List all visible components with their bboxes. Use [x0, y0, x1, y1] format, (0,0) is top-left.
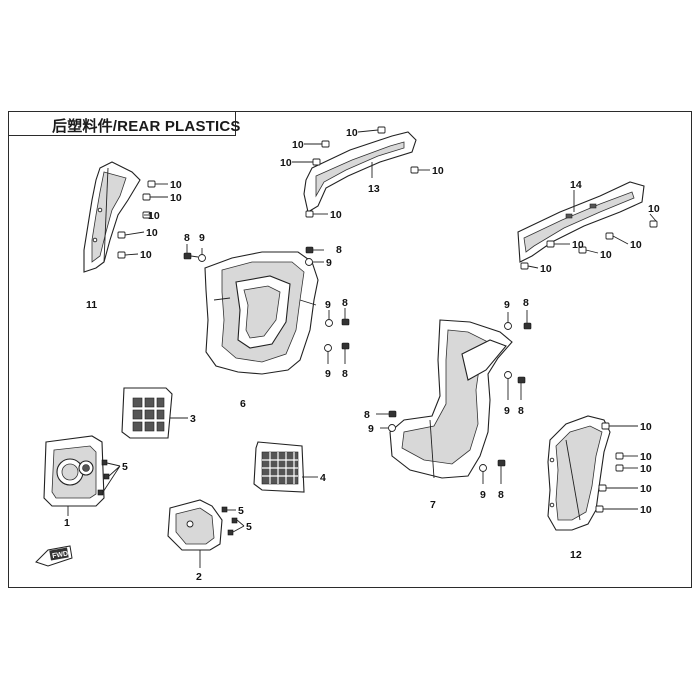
part-7-right-fender: [389, 319, 513, 479]
part-14-clips: [520, 213, 658, 270]
callout-10: 10: [330, 209, 342, 221]
callout-9: 9: [480, 489, 486, 501]
callout-10: 10: [630, 239, 642, 251]
callout-9: 9: [368, 423, 374, 435]
part-3-grille: [121, 387, 188, 439]
part-6-left-fender: [204, 251, 319, 375]
callout-4: 4: [320, 472, 326, 484]
part-13-clips: [292, 126, 430, 218]
callout-13: 13: [368, 183, 380, 195]
callout-8: 8: [518, 405, 524, 417]
part-4-grille-mesh: [253, 441, 318, 493]
callout-8: 8: [184, 232, 190, 244]
callout-10: 10: [148, 210, 160, 222]
part-2-cover-bracket: [167, 499, 245, 568]
callout-10: 10: [640, 451, 652, 463]
callout-6: 6: [240, 398, 246, 410]
title-box: [8, 111, 236, 136]
callout-1: 1: [64, 517, 70, 529]
callout-8: 8: [342, 297, 348, 309]
callout-11: 11: [86, 299, 97, 311]
part-11-left-side-panel: [83, 161, 141, 273]
callout-5: 5: [246, 521, 252, 533]
fwd-stamp-text: FWD: [52, 550, 69, 560]
callout-9: 9: [504, 299, 510, 311]
part-13-left-trim: [303, 131, 417, 213]
fwd-arrow-stamp: FWD: [35, 545, 73, 567]
callout-9: 9: [326, 257, 332, 269]
callout-2: 2: [196, 571, 202, 583]
callout-8: 8: [342, 368, 348, 380]
callout-10: 10: [432, 165, 444, 177]
callout-12: 12: [570, 549, 582, 561]
callout-10: 10: [640, 463, 652, 475]
part-12-right-side-panel: [547, 415, 611, 531]
callout-10: 10: [640, 421, 652, 433]
callout-10: 10: [540, 263, 552, 275]
callout-10: 10: [648, 203, 660, 215]
part-6-hardware: [183, 244, 350, 364]
part-1-storage-lid: [43, 435, 121, 516]
callout-10: 10: [640, 504, 652, 516]
callout-3: 3: [190, 413, 196, 425]
callout-9: 9: [504, 405, 510, 417]
callout-10: 10: [170, 179, 182, 191]
callout-9: 9: [325, 299, 331, 311]
callout-7: 7: [430, 499, 436, 511]
callout-5: 5: [238, 505, 244, 517]
callout-10: 10: [292, 139, 304, 151]
callout-10: 10: [170, 192, 182, 204]
callout-10: 10: [140, 249, 152, 261]
callout-14: 14: [570, 179, 582, 191]
callout-8: 8: [364, 409, 370, 421]
callout-10: 10: [146, 227, 158, 239]
callout-10: 10: [600, 249, 612, 261]
part-7-hardware: [376, 310, 532, 484]
callout-10: 10: [640, 483, 652, 495]
callout-10: 10: [280, 157, 292, 169]
callout-8: 8: [523, 297, 529, 309]
callout-labels: 10 10 10 10 10 11 8 9 8 9 9 8 9 8 6 10 1…: [64, 127, 660, 583]
part-12-clips: [595, 422, 638, 513]
diagram-frame: [8, 111, 692, 588]
callout-8: 8: [336, 244, 342, 256]
callout-8: 8: [498, 489, 504, 501]
callout-10: 10: [346, 127, 358, 139]
diagram-title: 后塑料件/REAR PLASTICS: [52, 118, 241, 135]
part-11-clips: [117, 180, 168, 259]
callout-5: 5: [122, 461, 128, 473]
callout-9: 9: [199, 232, 205, 244]
callout-9: 9: [325, 368, 331, 380]
callout-10: 10: [572, 239, 584, 251]
